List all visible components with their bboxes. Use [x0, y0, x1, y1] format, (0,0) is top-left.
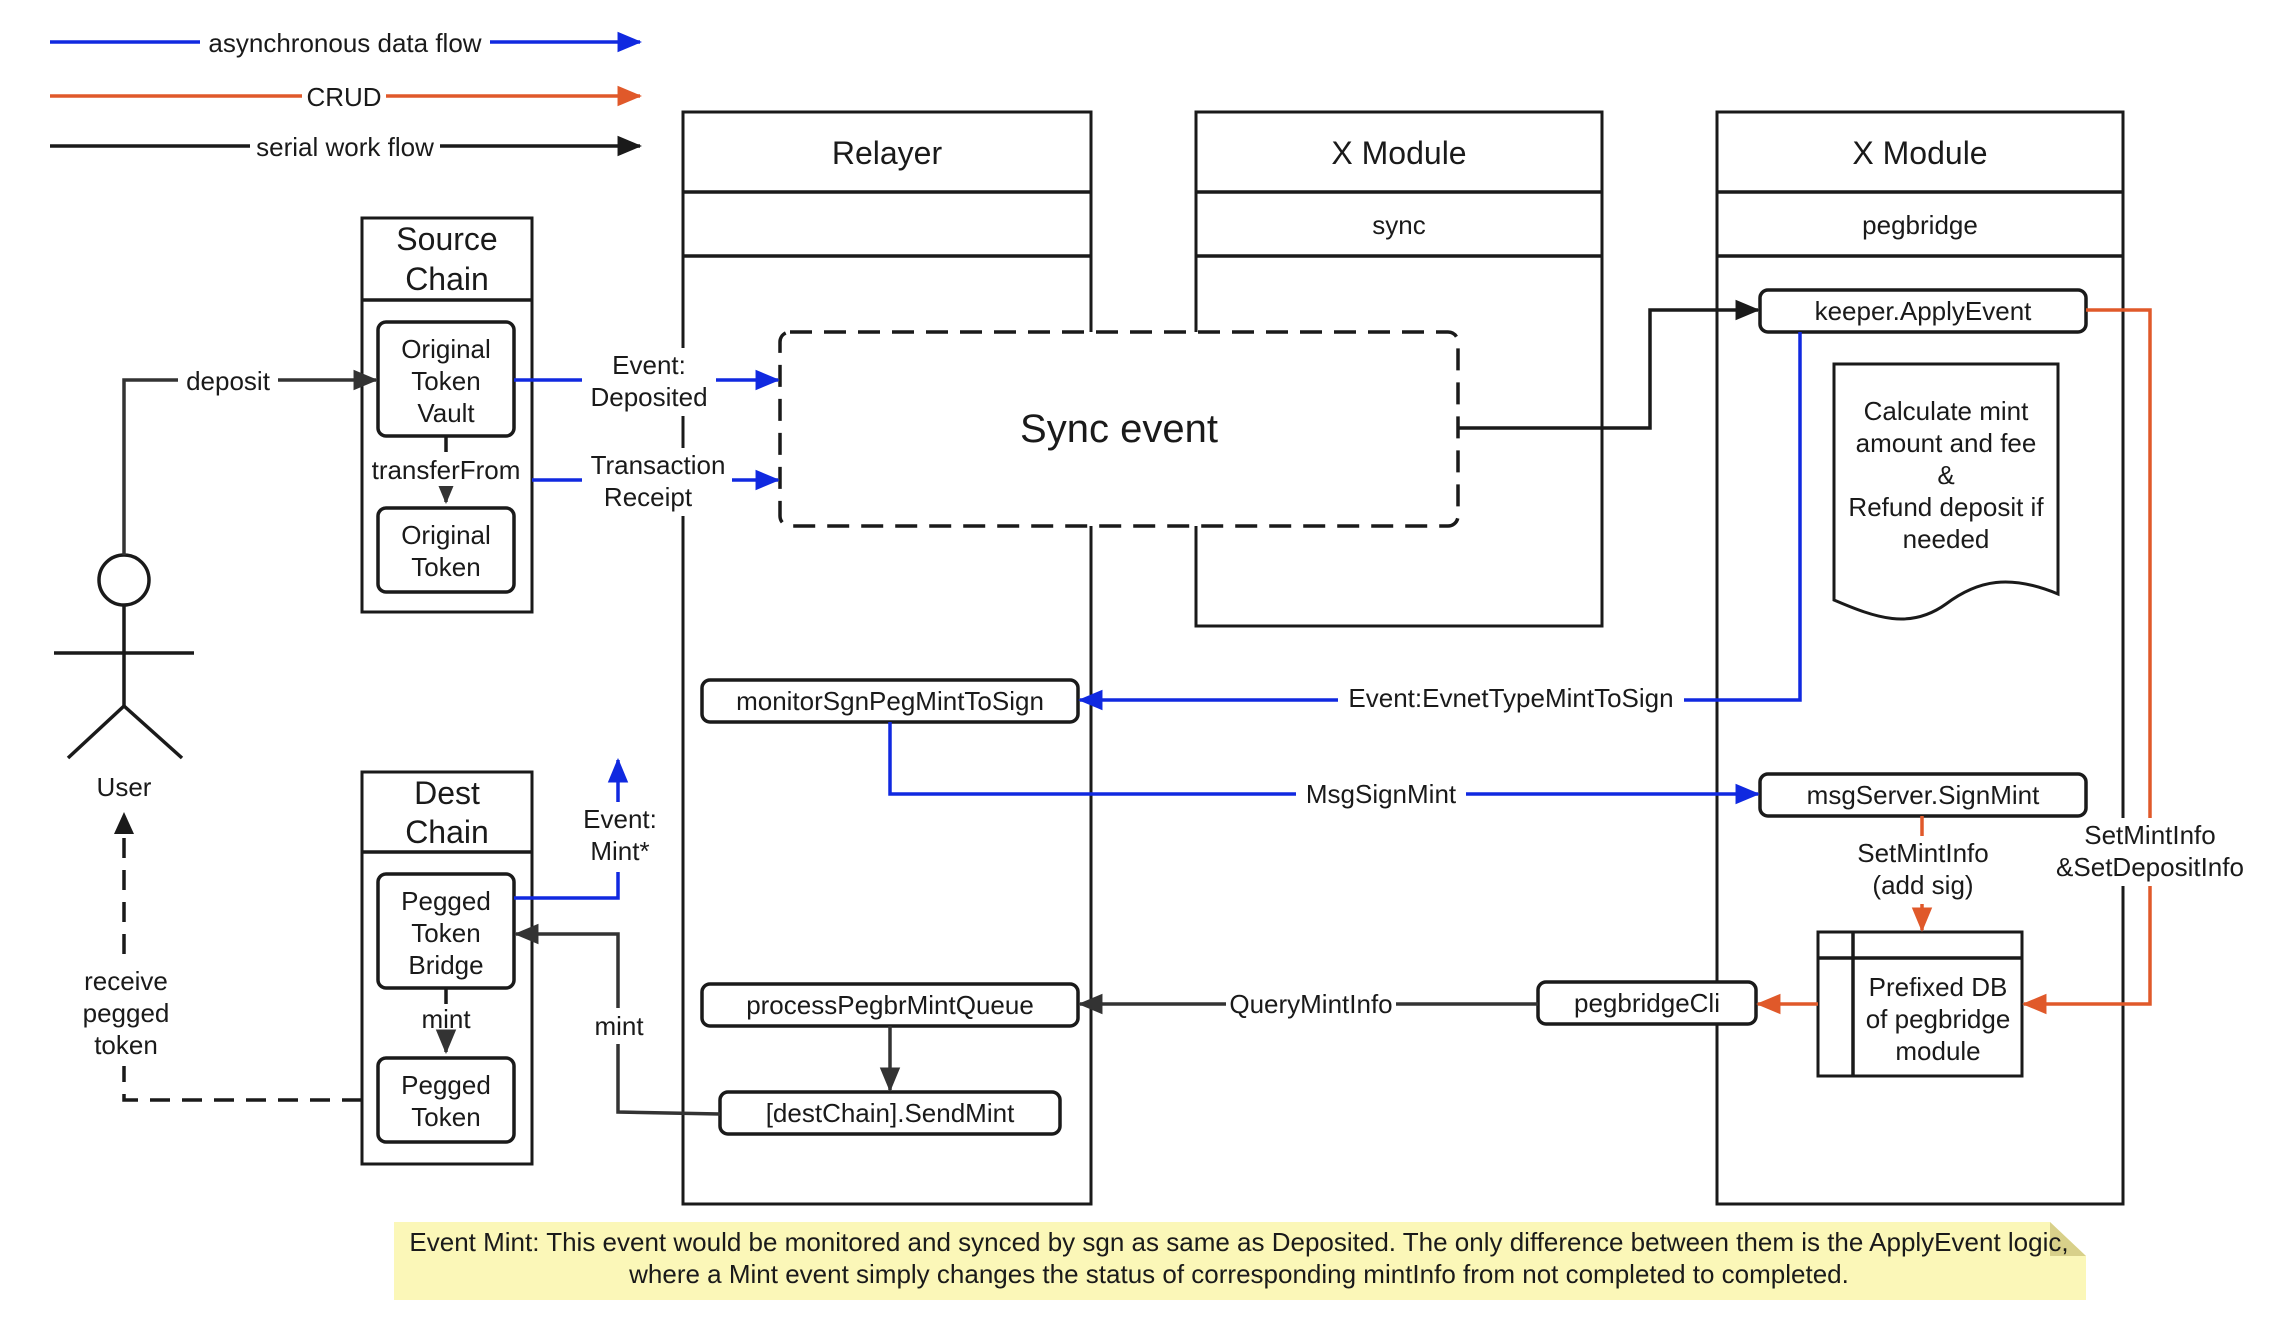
pegged-token-label-1: Pegged — [401, 1070, 491, 1100]
set-deposit-info-edge: SetMintInfo &SetDepositInfo — [2021, 308, 2250, 1015]
deposited-edge: Event: Deposited — [514, 348, 781, 416]
note-box — [394, 1222, 2086, 1300]
dest-chain-title-1: Dest — [414, 775, 480, 811]
doc-label-2: amount and fee — [1856, 428, 2037, 458]
deposited-label-2: Deposited — [590, 382, 707, 412]
monitor-node: monitorSgnPegMintToSign — [700, 678, 1080, 724]
doc-label-5: needed — [1903, 524, 1990, 554]
prefixed-db: Prefixed DB of pegbridge module — [1816, 930, 2024, 1078]
relayer-title: Relayer — [832, 135, 943, 171]
note-text: Event Mint: This event would be monitore… — [409, 1227, 2069, 1289]
db-label-3: module — [1895, 1036, 1980, 1066]
apply-event-label: keeper.ApplyEvent — [1815, 296, 2033, 326]
dest-chain: Dest Chain Pegged Token Bridge mint Pegg… — [360, 770, 534, 1166]
doc-label-1: Calculate mint — [1864, 396, 2030, 426]
doc-label-3: & — [1937, 460, 1954, 490]
pegbridge-module-title: X Module — [1852, 135, 1987, 171]
calculation-document: Calculate mint amount and fee & Refund d… — [1832, 362, 2060, 621]
transfer-from-label: transferFrom — [372, 455, 521, 485]
vault-label-1: Original — [401, 334, 491, 364]
legend-async-label: asynchronous data flow — [208, 28, 481, 58]
source-chain-title-1: Source — [396, 221, 497, 257]
deposit-edge: deposit — [122, 364, 379, 555]
pegbridge-module-subtitle: pegbridge — [1862, 210, 1978, 240]
set-mint-info-edge: SetMintInfo (add sig) — [1846, 816, 2000, 933]
pegged-token-label-2: Token — [411, 1102, 480, 1132]
mint-send-label: mint — [594, 1011, 644, 1041]
sendmint-node: [destChain].SendMint — [718, 1090, 1062, 1136]
mint-star-edge: Event: Mint* — [514, 757, 666, 900]
sign-mint-node: msgServer.SignMint — [1758, 772, 2088, 818]
mint-star-label-2: Mint* — [590, 836, 649, 866]
db-label-1: Prefixed DB — [1869, 972, 2008, 1002]
sign-mint-label: msgServer.SignMint — [1807, 780, 2040, 810]
source-chain: Source Chain Original Token Vault transf… — [360, 216, 534, 614]
process-node: processPegbrMintQueue — [700, 982, 1080, 1028]
sync-event-box: Sync event — [778, 330, 1460, 528]
sync-event-label: Sync event — [1020, 407, 1218, 451]
receive-label-3: token — [94, 1030, 158, 1060]
apply-event-node: keeper.ApplyEvent — [1758, 288, 2088, 334]
mint-star-label-1: Event: — [583, 804, 657, 834]
set-deposit-info-label-2: &SetDepositInfo — [2056, 852, 2244, 882]
sync-to-apply-edge — [1458, 299, 1761, 430]
receive-edge: receive pegged token — [74, 812, 362, 1102]
bridge-label-1: Pegged — [401, 886, 491, 916]
user-actor: User — [54, 553, 194, 802]
pegbridge-cli-label: pegbridgeCli — [1574, 988, 1720, 1018]
relayer-lane: Relayer — [681, 110, 1093, 1206]
vault-label-2: Token — [411, 366, 480, 396]
dest-mint-label: mint — [421, 1004, 471, 1034]
pegbridge-cli-node: pegbridgeCli — [1536, 980, 1758, 1026]
user-label: User — [97, 772, 152, 802]
vault-label-3: Vault — [417, 398, 475, 428]
doc-label-4: Refund deposit if — [1848, 492, 2044, 522]
user-head — [97, 553, 151, 607]
receipt-label-2: Receipt — [604, 482, 693, 512]
original-token-label-2: Token — [411, 552, 480, 582]
deposit-label: deposit — [186, 366, 271, 396]
process-label: processPegbrMintQueue — [746, 990, 1034, 1020]
sync-module-subtitle: sync — [1372, 210, 1425, 240]
sendmint-label: [destChain].SendMint — [766, 1098, 1015, 1128]
msg-sign-mint-label: MsgSignMint — [1306, 779, 1457, 809]
receipt-label-1: Transaction — [591, 450, 726, 480]
receive-label-2: pegged — [83, 998, 170, 1028]
db-label-2: of pegbridge — [1866, 1004, 2011, 1034]
legend: asynchronous data flow CRUD serial work … — [50, 26, 643, 162]
mint-to-sign-label: Event:EvnetTypeMintToSign — [1348, 683, 1673, 713]
mint-to-sign-edge: Event:EvnetTypeMintToSign — [1077, 332, 1802, 716]
receive-label-1: receive — [84, 966, 168, 996]
deposited-label-1: Event: — [612, 350, 686, 380]
original-token-label-1: Original — [401, 520, 491, 550]
receipt-edge: Transaction Receipt — [532, 448, 781, 516]
sync-module-title: X Module — [1331, 135, 1466, 171]
set-deposit-info-label-1: SetMintInfo — [2084, 820, 2216, 850]
msg-sign-mint-edge: MsgSignMint — [888, 722, 1761, 812]
legend-crud-label: CRUD — [306, 82, 381, 112]
source-chain-title-2: Chain — [405, 261, 489, 297]
mint-send-edge: mint — [513, 923, 721, 1116]
original-token — [376, 506, 516, 594]
dest-chain-title-2: Chain — [405, 814, 489, 850]
bridge-label-2: Token — [411, 918, 480, 948]
set-mint-info-label-2: (add sig) — [1872, 870, 1973, 900]
pegged-token — [376, 1056, 516, 1144]
legend-serial-label: serial work flow — [256, 132, 434, 162]
monitor-label: monitorSgnPegMintToSign — [736, 686, 1044, 716]
query-mint-info-edge: QueryMintInfo — [1077, 986, 1538, 1022]
set-mint-info-label-1: SetMintInfo — [1857, 838, 1989, 868]
query-mint-info-label: QueryMintInfo — [1229, 989, 1392, 1019]
bridge-label-3: Bridge — [408, 950, 483, 980]
